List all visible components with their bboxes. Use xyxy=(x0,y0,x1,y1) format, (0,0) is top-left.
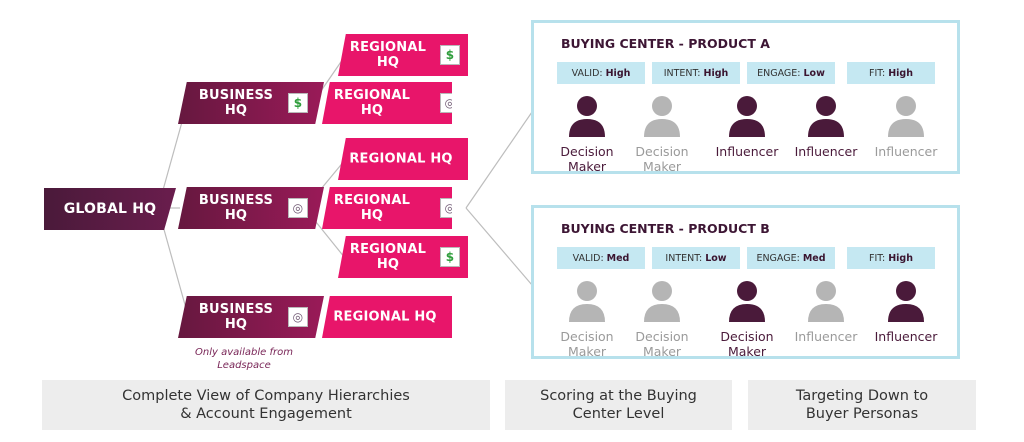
caption-text: Targeting Down to Buyer Personas xyxy=(795,388,929,422)
chip-value: Low xyxy=(705,252,727,264)
score-chip-intent: INTENT:High xyxy=(652,62,740,84)
panel-title: BUYING CENTER - PRODUCT A xyxy=(561,36,770,51)
person-role: Decision Maker xyxy=(635,144,689,174)
person-icon xyxy=(569,96,605,137)
caption-personas: Targeting Down to Buyer Personas xyxy=(748,380,976,430)
regional-hq-node-3: REGIONAL HQ xyxy=(338,138,468,180)
panel-title: BUYING CENTER - PRODUCT B xyxy=(561,221,770,236)
person-icon xyxy=(808,281,844,322)
buying-center-panel-b: BUYING CENTER - PRODUCT B VALID:Med INTE… xyxy=(531,205,960,359)
person-5: Influencer xyxy=(866,95,946,159)
caption-text: Complete View of Company Hierarchies & A… xyxy=(122,388,410,422)
person-role: Influencer xyxy=(874,144,938,159)
person-1: Decision Maker xyxy=(552,280,622,359)
dollar-icon: $ xyxy=(288,93,308,113)
dollar-icon: $ xyxy=(440,247,460,267)
person-role: Decision Maker xyxy=(635,329,689,359)
chip-key: VALID: xyxy=(571,67,603,79)
chip-value: High xyxy=(888,67,913,79)
person-icon xyxy=(808,96,844,137)
business-hq-node-2: BUSINESS HQ ◎ xyxy=(178,187,324,229)
regional-hq-label: REGIONAL HQ xyxy=(349,151,453,167)
person-icon xyxy=(729,96,765,137)
chip-value: Med xyxy=(606,252,630,264)
regional-hq-label: REGIONAL HQ xyxy=(333,88,411,118)
buying-center-panel-a: BUYING CENTER - PRODUCT A VALID:High INT… xyxy=(531,20,960,174)
business-hq-node-3: BUSINESS HQ ◎ xyxy=(178,296,324,338)
business-hq-label: BUSINESS HQ xyxy=(198,88,274,118)
chip-key: FIT: xyxy=(868,252,886,264)
caption-hierarchies: Complete View of Company Hierarchies & A… xyxy=(42,380,490,430)
regional-hq-node-2: REGIONAL HQ ◎ xyxy=(322,82,452,124)
score-chip-engage: ENGAGE:Low xyxy=(747,62,835,84)
business-hq-node-1: BUSINESS HQ $ xyxy=(178,82,324,124)
chip-key: INTENT: xyxy=(663,67,701,79)
chip-key: VALID: xyxy=(572,252,604,264)
person-role: Influencer xyxy=(794,144,858,159)
regional-hq-node-1: REGIONAL HQ $ xyxy=(338,34,468,76)
person-icon xyxy=(888,281,924,322)
caption-text: Scoring at the Buying Center Level xyxy=(540,388,697,422)
score-chip-valid: VALID:Med xyxy=(557,247,645,269)
business-hq-label: BUSINESS HQ xyxy=(198,193,274,223)
person-role: Influencer xyxy=(874,329,938,344)
person-icon xyxy=(644,281,680,322)
score-chip-intent: INTENT:Low xyxy=(652,247,740,269)
dollar-icon: $ xyxy=(440,45,460,65)
regional-hq-node-5: REGIONAL HQ $ xyxy=(338,236,468,278)
regional-hq-node-4: REGIONAL HQ ◎ xyxy=(322,187,452,229)
person-role: Influencer xyxy=(794,329,858,344)
caption-buying-center: Scoring at the Buying Center Level xyxy=(505,380,732,430)
person-role: Decision Maker xyxy=(560,329,614,359)
person-role: Decision Maker xyxy=(720,329,774,359)
chip-value: Med xyxy=(802,252,826,264)
person-icon xyxy=(729,281,765,322)
person-icon xyxy=(888,96,924,137)
chip-key: FIT: xyxy=(868,67,886,79)
regional-hq-label: REGIONAL HQ xyxy=(349,242,427,272)
regional-hq-label: REGIONAL HQ xyxy=(333,309,437,325)
person-5: Influencer xyxy=(866,280,946,344)
person-4: Influencer xyxy=(786,95,866,159)
global-hq-node: GLOBAL HQ xyxy=(44,188,176,230)
score-chip-fit: FIT:High xyxy=(847,62,935,84)
regional-hq-node-6: REGIONAL HQ xyxy=(322,296,452,338)
chip-key: ENGAGE: xyxy=(756,252,800,264)
score-chip-fit: FIT:High xyxy=(847,247,935,269)
leadspace-note: Only available from Leadspace xyxy=(195,347,293,371)
person-3: Influencer xyxy=(707,95,787,159)
score-chip-engage: ENGAGE:Med xyxy=(747,247,835,269)
score-chip-valid: VALID:High xyxy=(557,62,645,84)
chip-value: High xyxy=(605,67,631,79)
global-hq-label: GLOBAL HQ xyxy=(63,201,157,217)
person-icon xyxy=(569,281,605,322)
chip-value: Low xyxy=(803,67,825,79)
target-icon: ◎ xyxy=(440,198,452,218)
person-2: Decision Maker xyxy=(627,95,697,174)
target-icon: ◎ xyxy=(288,307,308,327)
person-3: Decision Maker xyxy=(712,280,782,359)
target-icon: ◎ xyxy=(288,198,308,218)
person-role: Influencer xyxy=(715,144,779,159)
target-icon: ◎ xyxy=(440,93,452,113)
person-role: Decision Maker xyxy=(560,144,614,174)
person-1: Decision Maker xyxy=(552,95,622,174)
regional-hq-label: REGIONAL HQ xyxy=(333,193,411,223)
chip-key: INTENT: xyxy=(665,252,703,264)
chip-value: High xyxy=(703,67,729,79)
person-icon xyxy=(644,96,680,137)
person-2: Decision Maker xyxy=(627,280,697,359)
person-4: Influencer xyxy=(786,280,866,344)
chip-value: High xyxy=(888,252,913,264)
chip-key: ENGAGE: xyxy=(757,67,801,79)
regional-hq-label: REGIONAL HQ xyxy=(349,40,427,70)
business-hq-label: BUSINESS HQ xyxy=(198,302,274,332)
